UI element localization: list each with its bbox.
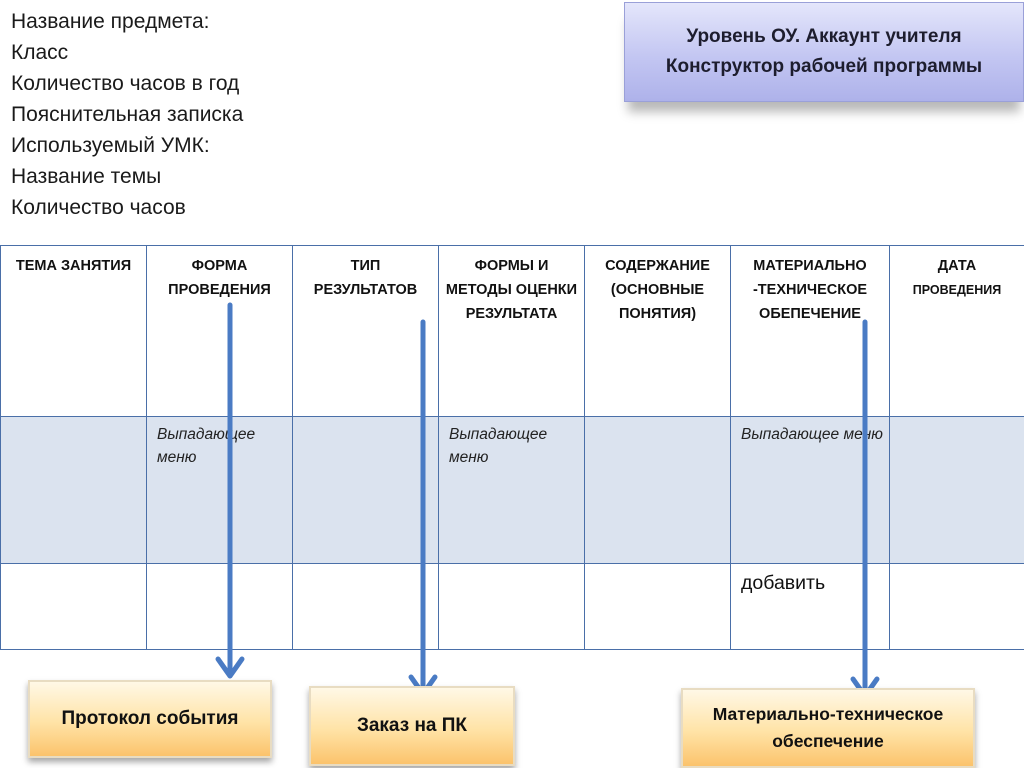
table-cell (438, 563, 585, 650)
header-line-constructor: Конструктор рабочей программы (665, 56, 983, 77)
column-header-date-label: ДАТА (937, 258, 977, 274)
mte-dropdown[interactable]: Выпадающее меню (741, 426, 883, 443)
column-header-result-type: ТИП РЕЗУЛЬТАТОВ (292, 245, 439, 417)
pc-order-label: Заказ на ПК (356, 715, 468, 736)
field-hours: Количество часов (11, 196, 186, 219)
table-cell[interactable]: Выпадающее меню (438, 416, 585, 564)
column-header-assessment: ФОРМЫ И МЕТОДЫ ОЦЕНКИ РЕЗУЛЬТАТА (438, 245, 585, 417)
table-cell (292, 563, 439, 650)
protocol-event-box: Протокол события (28, 680, 272, 758)
table-cell[interactable]: Выпадающее меню (730, 416, 890, 564)
level-header-box: Уровень ОУ. Аккаунт учителя Конструктор … (624, 2, 1024, 102)
field-explanatory-note: Пояснительная записка (11, 103, 244, 126)
table-row: Выпадающее меню Выпадающее меню Выпадающ… (0, 416, 1024, 564)
field-class: Класс (11, 41, 69, 64)
table-cell (0, 416, 147, 564)
table-cell (0, 563, 147, 650)
program-fields-list: Название предмета: Класс Количество часо… (11, 6, 243, 223)
program-table: ТЕМА ЗАНЯТИЯ ФОРМА ПРОВЕДЕНИЯ ТИП РЕЗУЛЬ… (0, 245, 1024, 650)
field-hours-per-year: Количество часов в год (11, 72, 240, 95)
add-button[interactable]: добавить (741, 572, 826, 594)
form-dropdown[interactable]: Выпадающее меню (157, 426, 256, 466)
mte-support-label-line2: обеспечение (772, 731, 884, 751)
field-topic-name: Название темы (11, 165, 162, 188)
assessment-dropdown[interactable]: Выпадающее меню (449, 426, 548, 466)
table-cell[interactable]: добавить (730, 563, 890, 650)
column-header-topic: ТЕМА ЗАНЯТИЯ (0, 245, 147, 417)
pc-order-box: Заказ на ПК (309, 686, 515, 766)
table-row: добавить (0, 563, 1024, 650)
table-header-row: ТЕМА ЗАНЯТИЯ ФОРМА ПРОВЕДЕНИЯ ТИП РЕЗУЛЬ… (0, 245, 1024, 417)
header-line-account: Уровень ОУ. Аккаунт учителя (686, 26, 962, 47)
table-cell[interactable]: Выпадающее меню (146, 416, 293, 564)
column-header-mte: МАТЕРИАЛЬНО -ТЕХНИЧЕСКОЕ ОБЕПЕЧЕНИЕ (730, 245, 890, 417)
mte-support-box: Материально-техническое обеспечение (681, 688, 975, 768)
column-header-form: ФОРМА ПРОВЕДЕНИЯ (146, 245, 293, 417)
table-cell (584, 416, 731, 564)
protocol-event-label: Протокол события (61, 708, 239, 729)
mte-support-label-line1: Материально-техническое (712, 704, 944, 724)
field-subject-name: Название предмета: (11, 10, 210, 33)
table-cell (292, 416, 439, 564)
column-header-date-sub: ПРОВЕДЕНИЯ (912, 283, 1002, 297)
table-cell (146, 563, 293, 650)
table-cell (584, 563, 731, 650)
field-umk: Используемый УМК: (11, 134, 210, 157)
column-header-content: СОДЕРЖАНИЕ (ОСНОВНЫЕ ПОНЯТИЯ) (584, 245, 731, 417)
table-cell (889, 416, 1024, 564)
column-header-date: ДАТА ПРОВЕДЕНИЯ (889, 245, 1024, 417)
table-cell (889, 563, 1024, 650)
arrow-head-protocol (215, 656, 245, 679)
